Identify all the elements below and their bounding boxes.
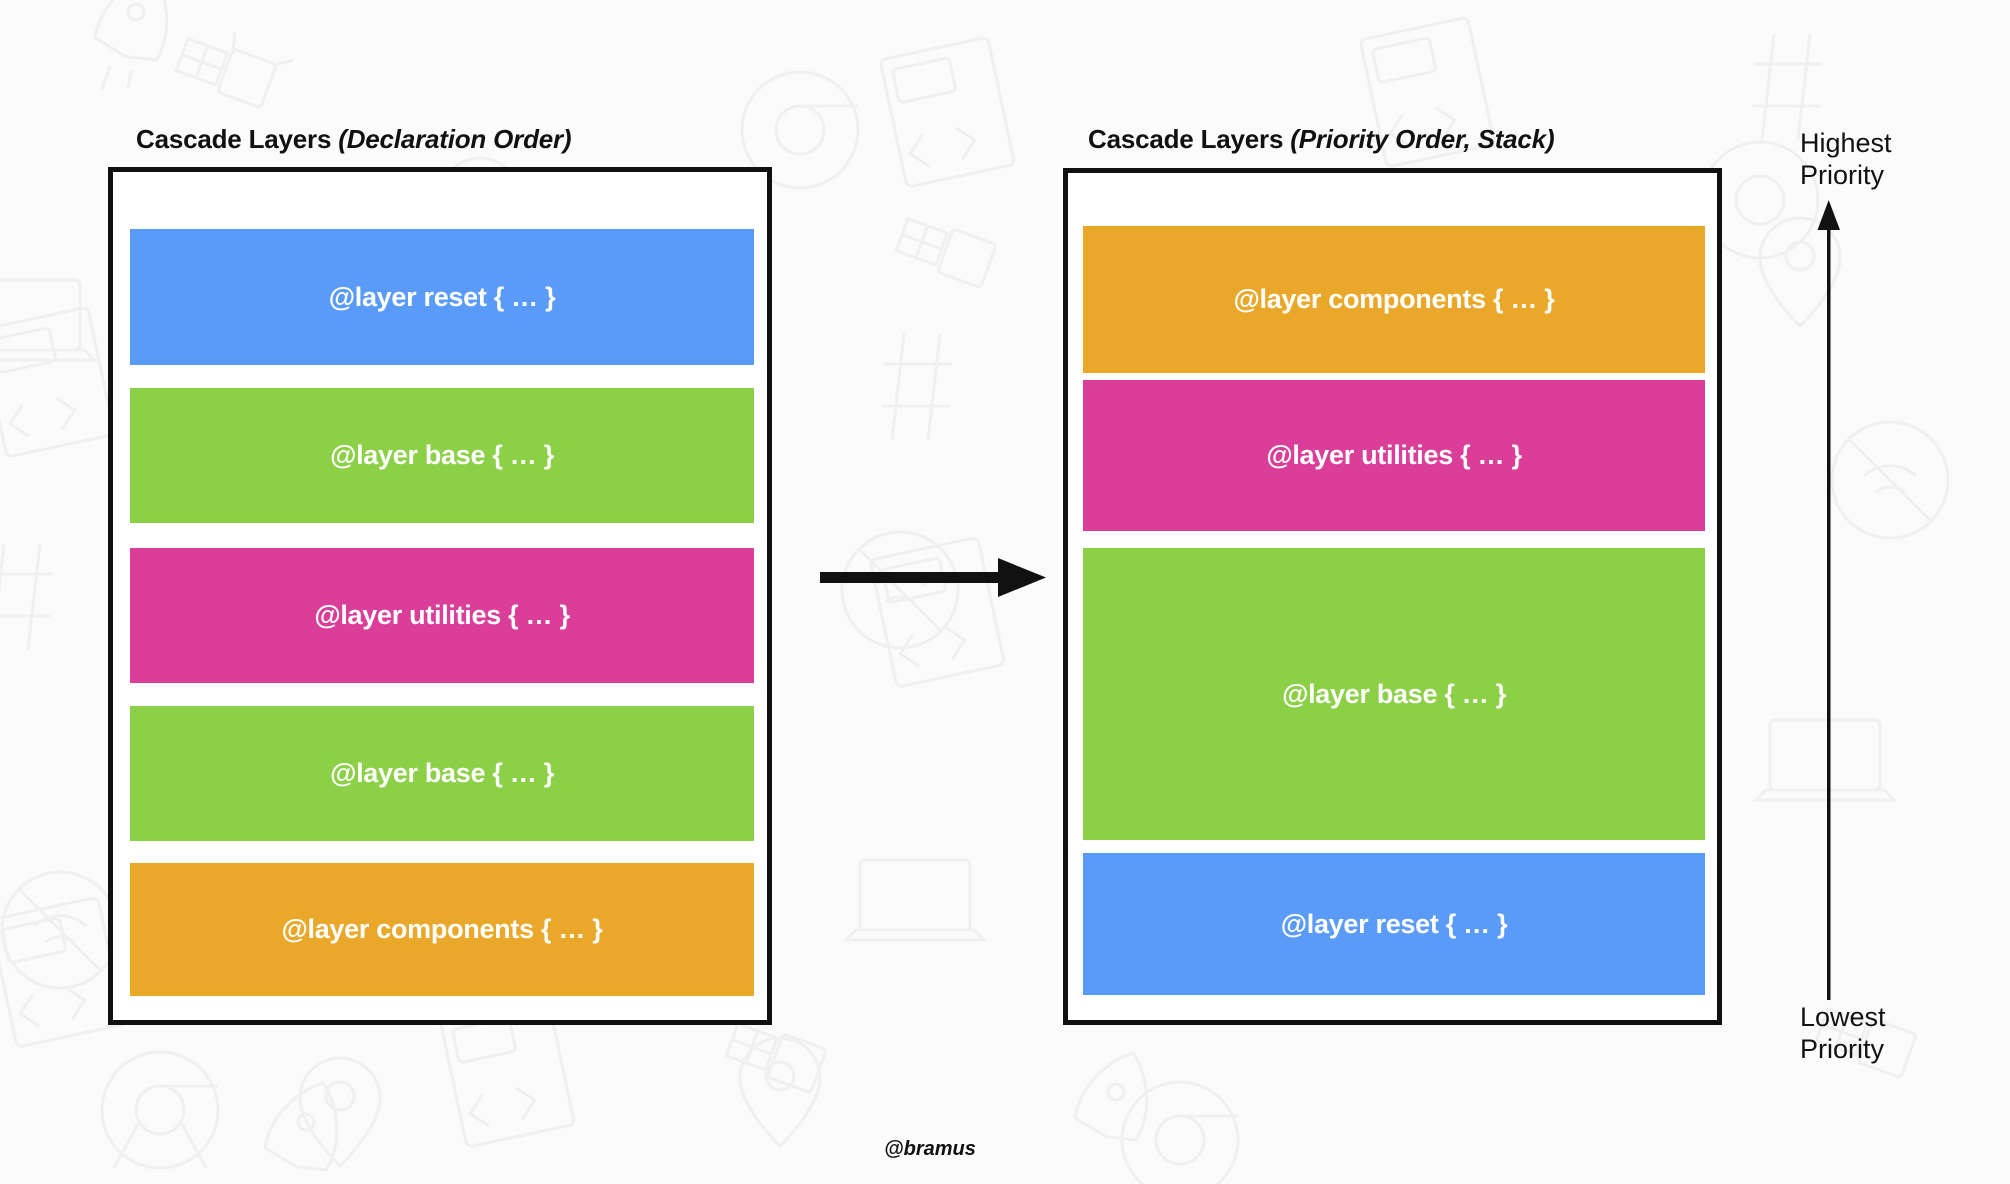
layer-bar-label: @layer base { … } [330, 440, 554, 470]
author-credit: @bramus [884, 1138, 976, 1160]
layer-bar-label: @layer components { … } [281, 914, 603, 944]
right-panel-title-main: Cascade Layers [1088, 124, 1291, 154]
layer-bar-label: @layer base { … } [330, 758, 554, 788]
layer-bar-label: @layer utilities { … } [314, 600, 570, 630]
layer-bar-label: @layer reset { … } [1280, 908, 1508, 939]
layer-bar-reset-declaration[interactable]: @layer reset { … } [130, 229, 754, 365]
right-panel-title: Cascade Layers (Priority Order, Stack) [1088, 124, 1555, 155]
layer-bar-components-priority[interactable]: @layer components { … } [1083, 226, 1705, 373]
layer-bar-base-declaration-1[interactable]: @layer base { … } [130, 388, 754, 523]
arrow-right-icon [820, 556, 1046, 600]
layer-bar-label: @layer utilities { … } [1266, 440, 1522, 470]
lowest-priority-label: Lowest Priority [1800, 1002, 1886, 1064]
left-panel-title: Cascade Layers (Declaration Order) [136, 124, 572, 155]
layer-bar-label: @layer base { … } [1282, 678, 1506, 709]
left-panel-title-sub: (Declaration Order) [338, 124, 572, 154]
layer-bar-utilities-priority[interactable]: @layer utilities { … } [1083, 380, 1705, 531]
layer-bar-label: @layer components { … } [1233, 284, 1555, 314]
right-panel-title-sub: (Priority Order, Stack) [1290, 124, 1555, 154]
left-panel-title-main: Cascade Layers [136, 124, 339, 154]
arrow-up-icon [1806, 200, 1852, 1000]
layer-bar-utilities-declaration[interactable]: @layer utilities { … } [130, 548, 754, 683]
layer-bar-components-declaration[interactable]: @layer components { … } [130, 863, 754, 996]
layer-bar-base-priority[interactable]: @layer base { … } [1083, 548, 1705, 840]
layer-bar-label: @layer reset { … } [328, 281, 556, 312]
highest-priority-label: Highest Priority [1800, 128, 1892, 190]
layer-bar-reset-priority[interactable]: @layer reset { … } [1083, 853, 1705, 995]
layer-bar-base-declaration-2[interactable]: @layer base { … } [130, 706, 754, 841]
